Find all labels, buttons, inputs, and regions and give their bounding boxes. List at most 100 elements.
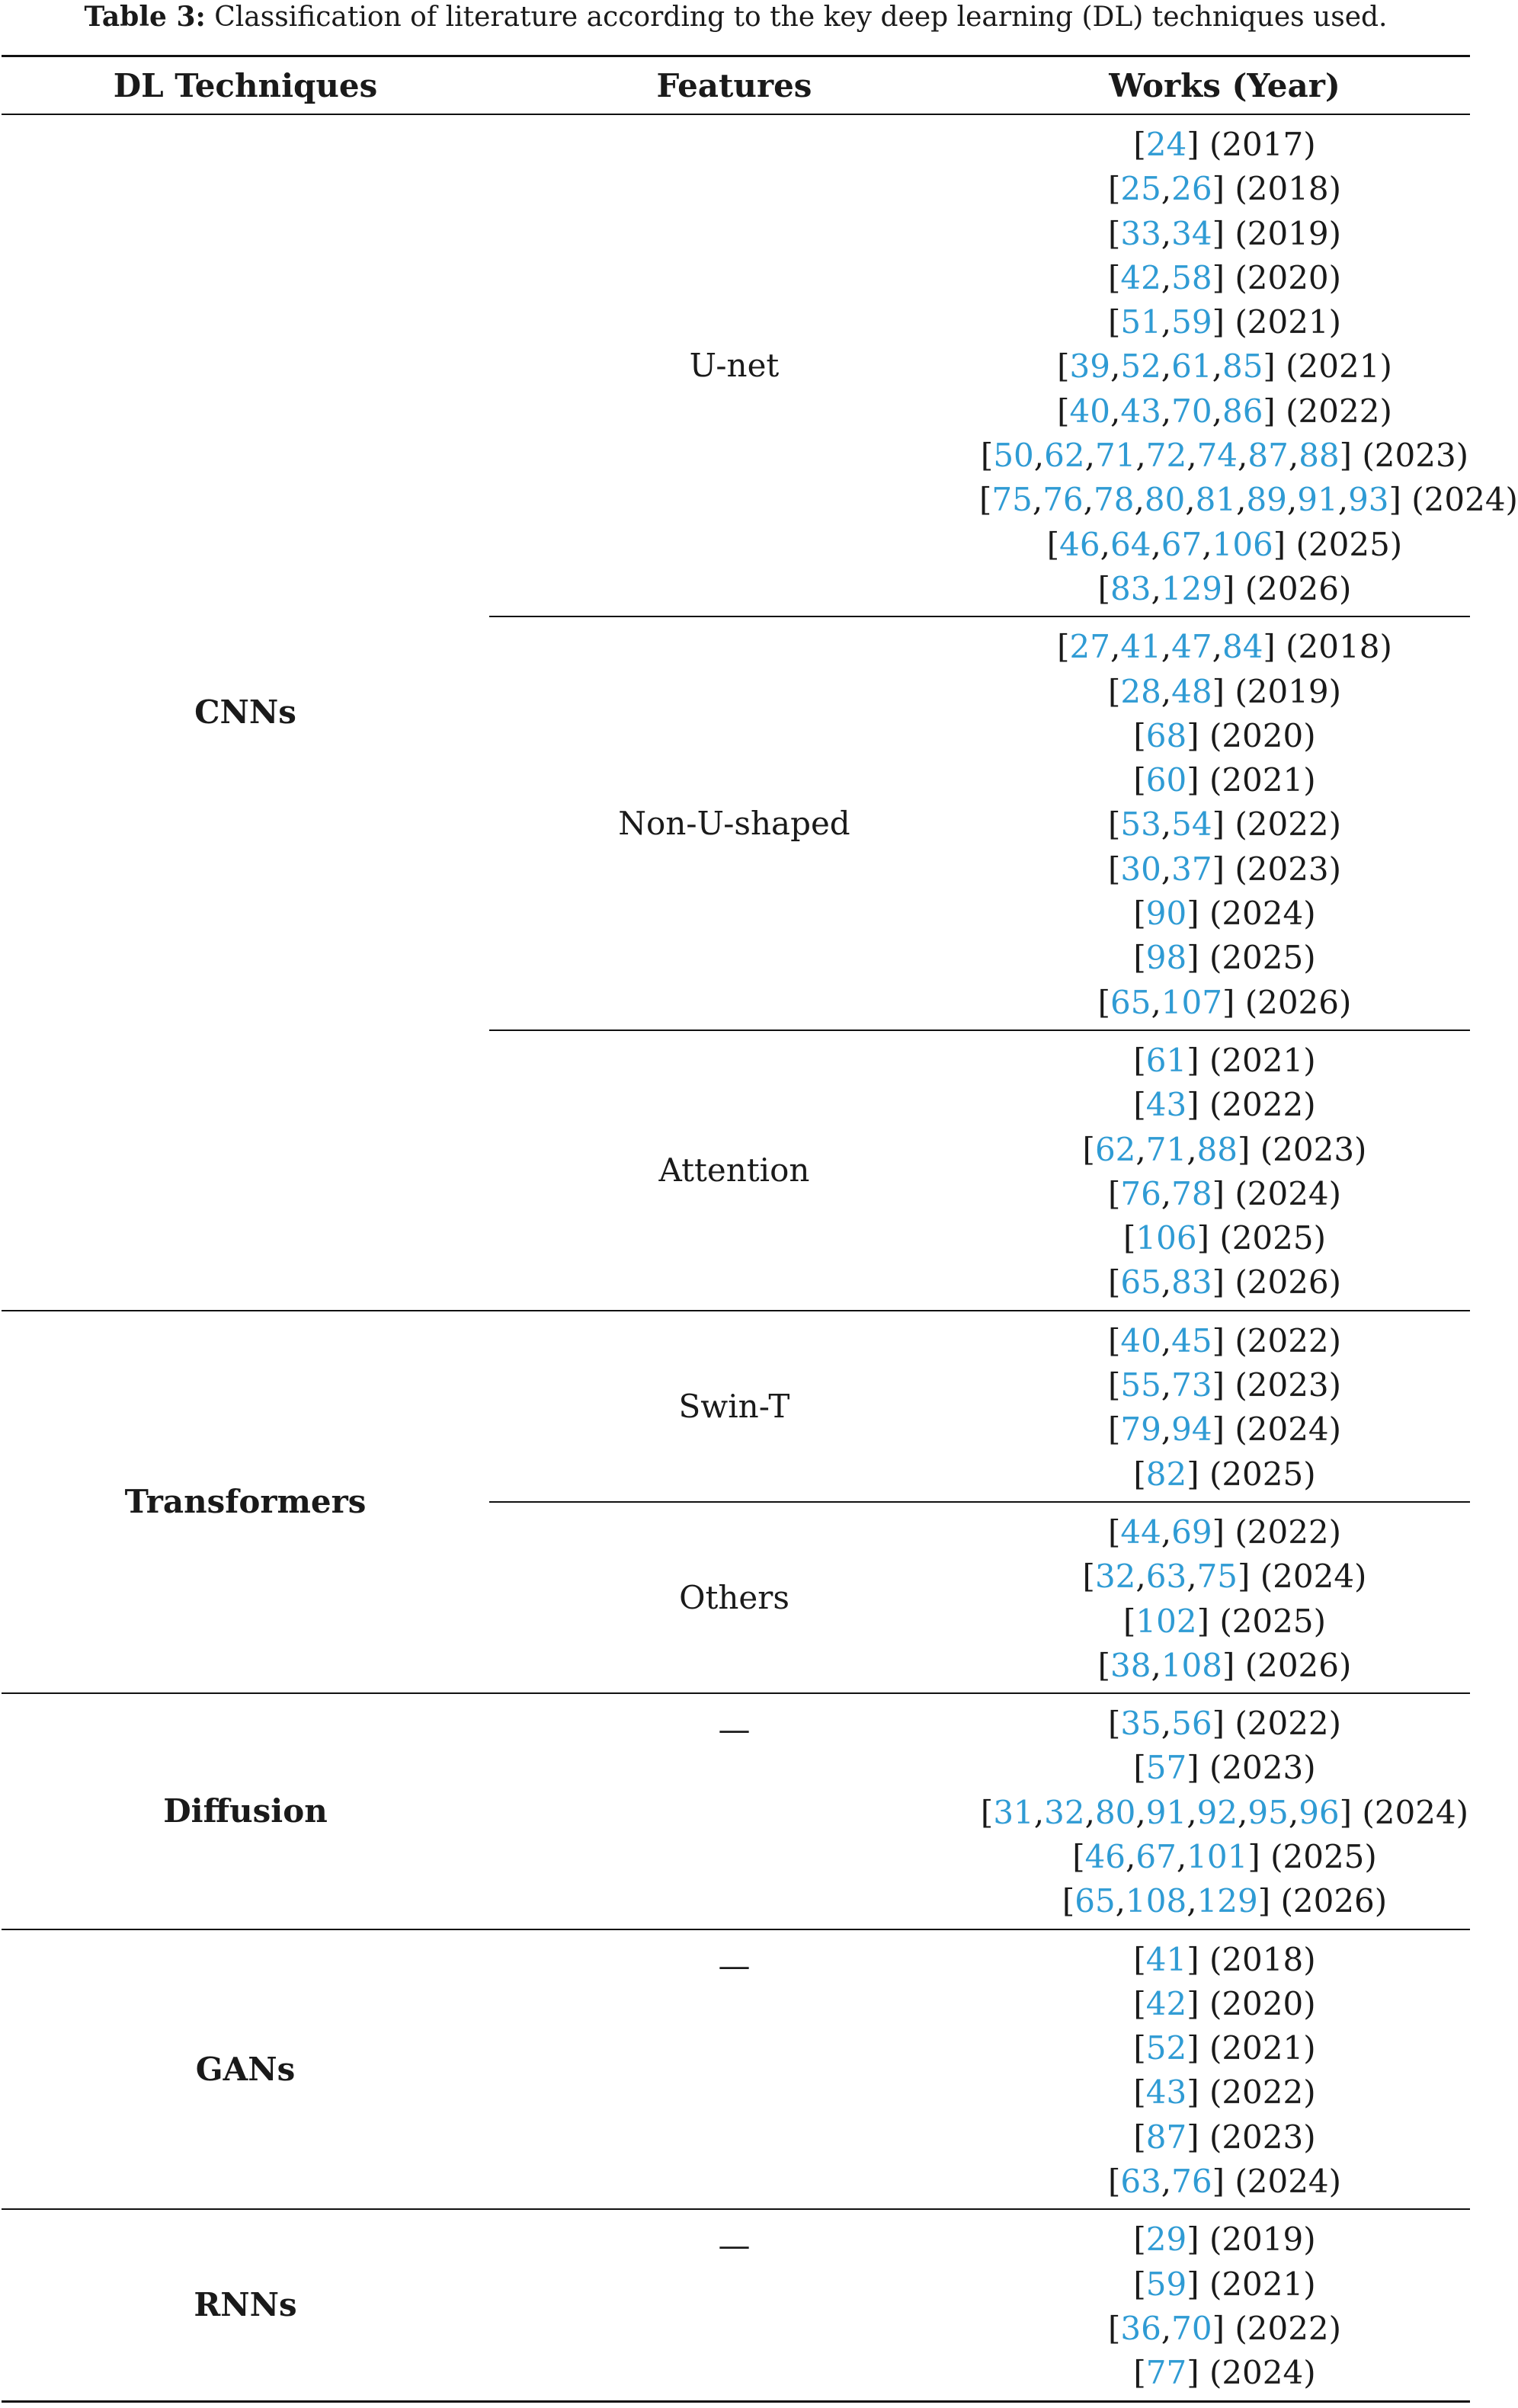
reference-link[interactable]: 32 bbox=[1094, 1558, 1136, 1596]
reference-link[interactable]: 84 bbox=[1222, 628, 1263, 666]
reference-link[interactable]: 73 bbox=[1171, 1366, 1212, 1404]
reference-link[interactable]: 77 bbox=[1145, 2354, 1187, 2392]
reference-link[interactable]: 51 bbox=[1120, 303, 1161, 341]
reference-link[interactable]: 38 bbox=[1110, 1646, 1151, 1684]
reference-link[interactable]: 42 bbox=[1145, 1984, 1187, 2022]
reference-link[interactable]: 59 bbox=[1145, 2265, 1187, 2303]
reference-link[interactable]: 58 bbox=[1171, 258, 1212, 296]
reference-link[interactable]: 64 bbox=[1110, 525, 1151, 563]
reference-link[interactable]: 89 bbox=[1246, 481, 1287, 519]
reference-link[interactable]: 41 bbox=[1145, 1940, 1187, 1978]
reference-link[interactable]: 67 bbox=[1161, 525, 1203, 563]
reference-link[interactable]: 63 bbox=[1145, 1558, 1187, 1596]
reference-link[interactable]: 83 bbox=[1171, 1263, 1212, 1302]
reference-link[interactable]: 92 bbox=[1196, 1793, 1238, 1831]
reference-link[interactable]: 52 bbox=[1120, 347, 1161, 386]
reference-link[interactable]: 85 bbox=[1222, 347, 1263, 386]
reference-link[interactable]: 61 bbox=[1145, 1041, 1187, 1079]
reference-link[interactable]: 36 bbox=[1120, 2309, 1161, 2347]
reference-link[interactable]: 69 bbox=[1171, 1513, 1212, 1551]
reference-link[interactable]: 61 bbox=[1171, 347, 1212, 386]
reference-link[interactable]: 129 bbox=[1196, 1882, 1258, 1920]
reference-link[interactable]: 78 bbox=[1094, 481, 1135, 519]
reference-link[interactable]: 82 bbox=[1145, 1455, 1187, 1493]
reference-link[interactable]: 44 bbox=[1120, 1513, 1161, 1551]
reference-link[interactable]: 75 bbox=[991, 481, 1033, 519]
reference-link[interactable]: 46 bbox=[1059, 525, 1100, 563]
reference-link[interactable]: 106 bbox=[1135, 1219, 1197, 1257]
reference-link[interactable]: 35 bbox=[1120, 1705, 1161, 1743]
reference-link[interactable]: 43 bbox=[1120, 392, 1161, 430]
reference-link[interactable]: 72 bbox=[1145, 437, 1187, 475]
reference-link[interactable]: 80 bbox=[1144, 481, 1186, 519]
reference-link[interactable]: 78 bbox=[1171, 1174, 1212, 1212]
reference-link[interactable]: 101 bbox=[1187, 1837, 1248, 1875]
reference-link[interactable]: 34 bbox=[1171, 214, 1212, 252]
reference-link[interactable]: 65 bbox=[1110, 983, 1151, 1021]
reference-link[interactable]: 102 bbox=[1135, 1602, 1197, 1640]
reference-link[interactable]: 65 bbox=[1074, 1882, 1116, 1920]
reference-link[interactable]: 76 bbox=[1171, 2163, 1212, 2201]
reference-link[interactable]: 70 bbox=[1171, 2309, 1212, 2347]
reference-link[interactable]: 43 bbox=[1145, 2073, 1187, 2112]
reference-link[interactable]: 43 bbox=[1145, 1086, 1187, 1124]
reference-link[interactable]: 74 bbox=[1196, 437, 1238, 475]
reference-link[interactable]: 56 bbox=[1171, 1705, 1212, 1743]
reference-link[interactable]: 91 bbox=[1145, 1793, 1187, 1831]
reference-link[interactable]: 95 bbox=[1247, 1793, 1289, 1831]
reference-link[interactable]: 71 bbox=[1145, 1130, 1187, 1168]
reference-link[interactable]: 98 bbox=[1145, 939, 1187, 977]
reference-link[interactable]: 48 bbox=[1171, 672, 1212, 710]
reference-link[interactable]: 108 bbox=[1126, 1882, 1187, 1920]
reference-link[interactable]: 55 bbox=[1120, 1366, 1161, 1404]
reference-link[interactable]: 46 bbox=[1084, 1837, 1126, 1875]
reference-link[interactable]: 50 bbox=[993, 437, 1034, 475]
reference-link[interactable]: 39 bbox=[1069, 347, 1110, 386]
reference-link[interactable]: 91 bbox=[1297, 481, 1338, 519]
reference-link[interactable]: 68 bbox=[1145, 716, 1187, 754]
reference-link[interactable]: 90 bbox=[1145, 895, 1187, 933]
reference-link[interactable]: 79 bbox=[1120, 1411, 1161, 1449]
reference-link[interactable]: 65 bbox=[1120, 1263, 1161, 1302]
reference-link[interactable]: 108 bbox=[1161, 1646, 1222, 1684]
reference-link[interactable]: 71 bbox=[1094, 437, 1136, 475]
reference-link[interactable]: 76 bbox=[1120, 1174, 1161, 1212]
reference-link[interactable]: 88 bbox=[1299, 437, 1340, 475]
reference-link[interactable]: 62 bbox=[1094, 1130, 1136, 1168]
reference-link[interactable]: 94 bbox=[1171, 1411, 1212, 1449]
reference-link[interactable]: 47 bbox=[1171, 628, 1212, 666]
reference-link[interactable]: 88 bbox=[1196, 1130, 1238, 1168]
reference-link[interactable]: 31 bbox=[993, 1793, 1034, 1831]
reference-link[interactable]: 96 bbox=[1299, 1793, 1340, 1831]
reference-link[interactable]: 67 bbox=[1135, 1837, 1177, 1875]
reference-link[interactable]: 33 bbox=[1120, 214, 1161, 252]
reference-link[interactable]: 54 bbox=[1171, 805, 1212, 844]
reference-link[interactable]: 45 bbox=[1171, 1321, 1212, 1359]
reference-link[interactable]: 40 bbox=[1069, 392, 1110, 430]
reference-link[interactable]: 37 bbox=[1171, 850, 1212, 888]
reference-link[interactable]: 27 bbox=[1069, 628, 1110, 666]
reference-link[interactable]: 80 bbox=[1094, 1793, 1136, 1831]
reference-link[interactable]: 63 bbox=[1120, 2163, 1161, 2201]
reference-link[interactable]: 107 bbox=[1161, 983, 1222, 1021]
reference-link[interactable]: 129 bbox=[1161, 569, 1222, 607]
reference-link[interactable]: 42 bbox=[1120, 258, 1161, 296]
reference-link[interactable]: 59 bbox=[1171, 303, 1212, 341]
reference-link[interactable]: 53 bbox=[1120, 805, 1161, 844]
reference-link[interactable]: 32 bbox=[1044, 1793, 1085, 1831]
reference-link[interactable]: 87 bbox=[1145, 2118, 1187, 2156]
reference-link[interactable]: 29 bbox=[1145, 2221, 1187, 2259]
reference-link[interactable]: 93 bbox=[1348, 481, 1389, 519]
reference-link[interactable]: 76 bbox=[1042, 481, 1084, 519]
reference-link[interactable]: 26 bbox=[1171, 170, 1212, 208]
reference-link[interactable]: 106 bbox=[1212, 525, 1273, 563]
reference-link[interactable]: 28 bbox=[1120, 672, 1161, 710]
reference-link[interactable]: 81 bbox=[1195, 481, 1237, 519]
reference-link[interactable]: 25 bbox=[1120, 170, 1161, 208]
reference-link[interactable]: 40 bbox=[1120, 1321, 1161, 1359]
reference-link[interactable]: 41 bbox=[1120, 628, 1161, 666]
reference-link[interactable]: 86 bbox=[1222, 392, 1263, 430]
reference-link[interactable]: 57 bbox=[1145, 1749, 1187, 1787]
reference-link[interactable]: 30 bbox=[1120, 850, 1161, 888]
reference-link[interactable]: 87 bbox=[1247, 437, 1289, 475]
